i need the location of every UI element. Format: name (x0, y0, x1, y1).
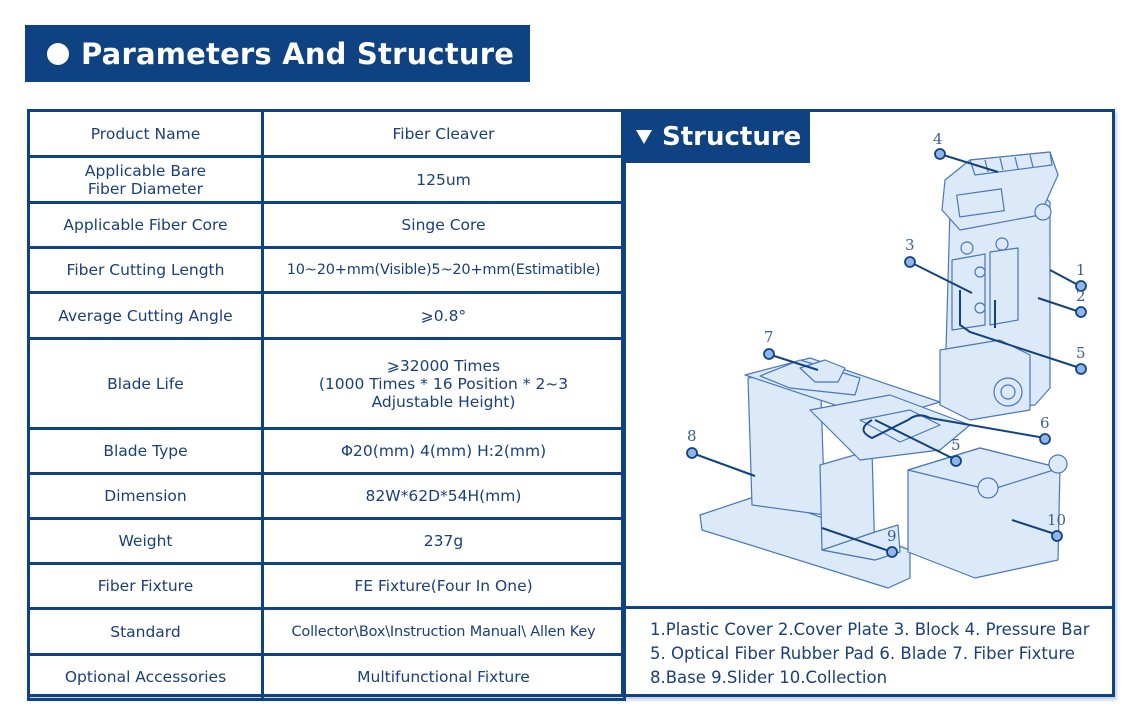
param-value: Fiber Cleaver (261, 109, 626, 158)
param-label: Blade Type (27, 427, 264, 475)
param-value: FE Fixture(Four In One) (261, 562, 626, 610)
callout-label-10: 10 (1047, 511, 1066, 529)
column-divider (621, 109, 624, 697)
callout-label-8: 8 (687, 427, 697, 445)
callout-label-9: 9 (887, 527, 897, 545)
cover-plate (939, 339, 1031, 421)
structure-legend: 1.Plastic Cover 2.Cover Plate 3. Block 4… (650, 618, 1110, 690)
param-label: Weight (27, 517, 264, 565)
callout-dot-10 (1051, 530, 1063, 542)
param-label: Product Name (27, 109, 264, 158)
param-label: Standard (27, 607, 264, 656)
callout-dot-6 (1039, 433, 1051, 445)
callout-dot-1 (1075, 280, 1087, 292)
legend-line: 5. Optical Fiber Rubber Pad 6. Blade 7. … (650, 644, 1075, 663)
callout-dot-9 (886, 546, 898, 558)
callout-line-5-upper (959, 290, 1081, 369)
legend-line: 8.Base 9.Slider 10.Collection (650, 668, 888, 687)
param-label: Fiber Fixture (27, 562, 264, 610)
param-value: 125um (261, 155, 626, 204)
hinge-right (1048, 454, 1068, 474)
callout-label-1: 1 (1076, 261, 1086, 279)
table-row: Average Cutting Angle⩾0.8° (27, 291, 626, 340)
callout-line-6 (862, 414, 1046, 440)
param-label: Optional Accessories (27, 653, 264, 701)
callout-label-2: 2 (1076, 287, 1086, 305)
param-value: 237g (261, 517, 626, 565)
callout-dot-2 (1075, 306, 1087, 318)
callout-dot-5-lower (950, 455, 962, 467)
callout-line-4 (939, 153, 999, 173)
callout-dot-4 (934, 148, 946, 160)
callout-label-5-lower: 5 (951, 436, 961, 454)
param-label: Average Cutting Angle (27, 291, 264, 340)
callout-line-2 (1037, 297, 1081, 313)
structure-header: Structure (624, 111, 810, 163)
callout-label-6: 6 (1040, 414, 1050, 432)
param-label: Blade Life (27, 337, 264, 430)
param-value: Collector\Box\Instruction Manual\ Allen … (261, 607, 626, 656)
callout-label-7: 7 (764, 328, 774, 346)
callout-dot-5-upper (1075, 363, 1087, 375)
param-label: Applicable Fiber Core (27, 201, 264, 249)
param-value: Φ20(mm) 4(mm) H:2(mm) (261, 427, 626, 475)
param-value: Multifunctional Fixture (261, 653, 626, 701)
fiber-cleaver-diagram: 4 3 1 2 5 7 8 6 5 9 10 (686, 130, 1087, 589)
callout-line-9 (821, 527, 893, 553)
callout-line-1 (1049, 269, 1081, 287)
callout-line-8 (691, 452, 756, 477)
param-value: ⩾0.8° (261, 291, 626, 340)
param-label: Dimension (27, 472, 264, 520)
callout-line-7 (767, 353, 819, 371)
legend-divider (621, 606, 1115, 609)
callout-line-3 (909, 261, 973, 294)
callout-dot-7 (763, 348, 775, 360)
section-title-banner: Parameters And Structure (25, 25, 530, 82)
legend-line: 1.Plastic Cover 2.Cover Plate 3. Block 4… (650, 620, 1090, 639)
table-row: Blade Life⩾32000 Times(1000 Times * 16 P… (27, 337, 626, 430)
triangle-down-icon (636, 130, 652, 144)
callout-label-3: 3 (905, 236, 915, 254)
callout-line-5-lower (874, 419, 957, 461)
callout-label-4: 4 (933, 130, 943, 148)
blade-area (859, 409, 941, 443)
callout-dot-3 (904, 256, 916, 268)
param-value: 10~20+mm(Visible)5~20+mm(Estimatible) (261, 246, 626, 294)
section-title: Parameters And Structure (81, 36, 515, 71)
structure-title: Structure (662, 122, 802, 152)
block-right (989, 247, 1019, 326)
callout-label-5-upper: 5 (1076, 344, 1086, 362)
fixture-cap (799, 359, 846, 383)
param-value: 82W*62D*54H(mm) (261, 472, 626, 520)
param-value: Singe Core (261, 201, 626, 249)
callout-dot-8 (686, 447, 698, 459)
slider-front (821, 524, 901, 561)
bullet-circle-icon (47, 42, 69, 65)
param-value: ⩾32000 Times(1000 Times * 16 Position * … (261, 337, 626, 430)
param-label: Fiber Cutting Length (27, 246, 264, 294)
callout-line-10 (1011, 519, 1059, 536)
hinge-left (977, 477, 999, 499)
